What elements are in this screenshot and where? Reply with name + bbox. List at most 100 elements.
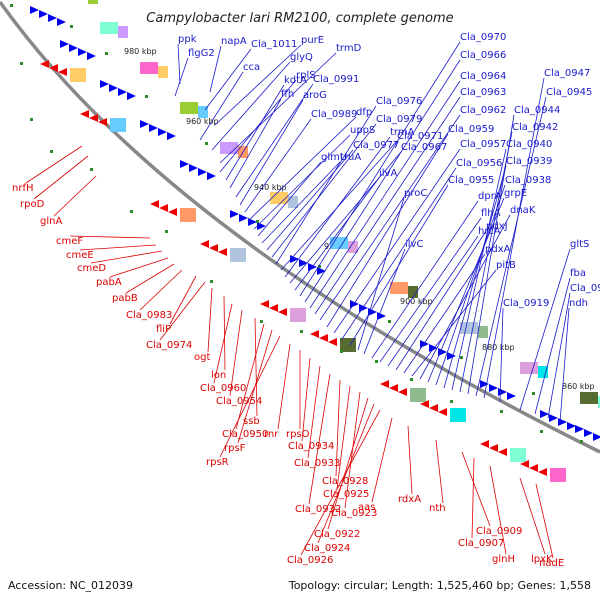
forward-gene-leader <box>363 248 406 355</box>
gene-feature <box>348 241 358 253</box>
forward-gene-leader <box>319 114 461 321</box>
forward-gene-label: Cla_0967 <box>401 142 447 153</box>
gene-arrow <box>310 330 319 338</box>
forward-gene-label: Cla_0979 <box>376 114 422 125</box>
forward-gene-label: Cla_0911 <box>570 283 600 294</box>
forward-gene-label: Cla_0956 <box>456 158 502 169</box>
gene-arrow <box>389 384 398 392</box>
gene-arrow <box>520 460 529 468</box>
reverse-gene-leader <box>301 357 311 442</box>
forward-gene-leader <box>289 151 402 284</box>
gene-arrow <box>100 80 109 88</box>
gene-feature <box>88 0 98 4</box>
gene-feature <box>10 4 13 7</box>
gene-feature <box>30 118 33 121</box>
forward-gene-label: napA <box>221 36 247 47</box>
reverse-gene-label: Cla_0983 <box>126 310 172 321</box>
forward-gene-label: Cla_0991 <box>313 74 359 85</box>
gene-arrow <box>480 380 489 388</box>
forward-gene-label: ffh <box>281 89 294 100</box>
forward-gene-leader <box>435 184 506 386</box>
reverse-gene-leader <box>25 145 83 184</box>
forward-gene-label: Cla_0942 <box>512 122 558 133</box>
reverse-gene-leader <box>79 244 157 251</box>
forward-gene-leader <box>534 277 571 415</box>
reverse-gene-label: Cla_0926 <box>287 555 333 566</box>
forward-gene-leader <box>214 44 302 126</box>
gene-feature <box>408 286 418 298</box>
forward-gene-leader <box>411 269 497 377</box>
gene-feature <box>340 338 356 352</box>
reverse-gene-leader <box>471 457 475 539</box>
reverse-gene-leader <box>207 287 213 353</box>
forward-gene-label: glyQ <box>290 52 313 63</box>
forward-gene-label: Cla_0989 <box>311 109 357 120</box>
gene-arrow <box>48 14 57 22</box>
reverse-gene-label: cmeD <box>77 263 106 274</box>
gene-feature <box>540 430 543 433</box>
map-title: Campylobacter lari RM2100, complete geno… <box>146 11 453 26</box>
gene-feature <box>375 360 378 363</box>
forward-gene-leader <box>219 52 337 164</box>
reverse-gene-leader <box>535 483 554 559</box>
reverse-gene-label: Cla_0932 <box>295 504 341 515</box>
forward-gene-label: ilvC <box>405 239 423 250</box>
gene-arrow <box>575 425 584 433</box>
forward-gene-label: Cla_0970 <box>460 32 506 43</box>
gene-feature <box>110 118 126 132</box>
forward-gene-leader <box>253 134 351 230</box>
reverse-gene-leader <box>327 397 369 530</box>
gene-feature <box>340 350 343 353</box>
forward-gene-leader <box>499 307 504 403</box>
accession-text: Accession: NC_012039 <box>8 579 134 592</box>
gene-feature <box>210 280 213 283</box>
tick-label: 900 kbp <box>400 297 433 306</box>
reverse-gene-leader <box>33 155 89 200</box>
gene-arrow <box>260 300 269 308</box>
forward-gene-leader <box>174 57 189 97</box>
forward-gene-label: Cla_0957 <box>460 139 506 150</box>
gene-feature <box>130 210 133 213</box>
reverse-gene-leader <box>435 439 444 504</box>
features-layer <box>10 0 600 482</box>
gene-arrow <box>278 308 287 316</box>
gene-arrow <box>269 304 278 312</box>
reverse-gene-leader <box>307 365 321 459</box>
tick-label: 940 kbp <box>254 183 287 192</box>
gene-feature <box>330 237 348 249</box>
reverse-gene-leader <box>336 385 351 490</box>
forward-gene-label: Cla_0944 <box>514 105 560 116</box>
reverse-gene-label: nth <box>429 503 446 514</box>
forward-gene-leader <box>483 77 545 399</box>
forward-gene-leader <box>211 61 291 151</box>
forward-gene-label: flgG2 <box>188 48 215 59</box>
forward-gene-leader <box>419 214 511 380</box>
gene-feature <box>500 410 503 413</box>
gene-arrow <box>584 429 593 437</box>
forward-gene-label: Cla_0962 <box>460 105 506 116</box>
gene-arrow <box>438 348 447 356</box>
forward-gene-leader <box>261 161 341 244</box>
gene-feature <box>410 388 426 402</box>
reverse-gene-leader <box>461 451 491 527</box>
forward-gene-leader <box>309 80 461 309</box>
gene-feature <box>318 265 321 268</box>
gene-arrow <box>429 404 438 412</box>
forward-gene-leader <box>225 84 285 181</box>
reverse-labels-layer: nrfHrpoDglnAcmeFcmeEcmeDpabApabBCla_0983… <box>12 145 564 569</box>
tick-label: 860 kbp <box>562 382 595 391</box>
gene-arrow <box>89 114 98 122</box>
forward-gene-leader <box>451 148 507 391</box>
forward-gene-leader <box>519 248 571 411</box>
forward-gene-leader <box>177 43 181 85</box>
forward-gene-label: ilvA <box>379 168 397 179</box>
reverse-gene-label: rpsR <box>206 457 229 468</box>
forward-gene-label: trmD <box>336 43 362 54</box>
gene-arrow <box>248 218 257 226</box>
gene-arrow <box>377 312 386 320</box>
gene-arrow <box>109 84 118 92</box>
gene-arrow <box>168 208 177 216</box>
forward-gene-label: pitB <box>496 260 516 271</box>
